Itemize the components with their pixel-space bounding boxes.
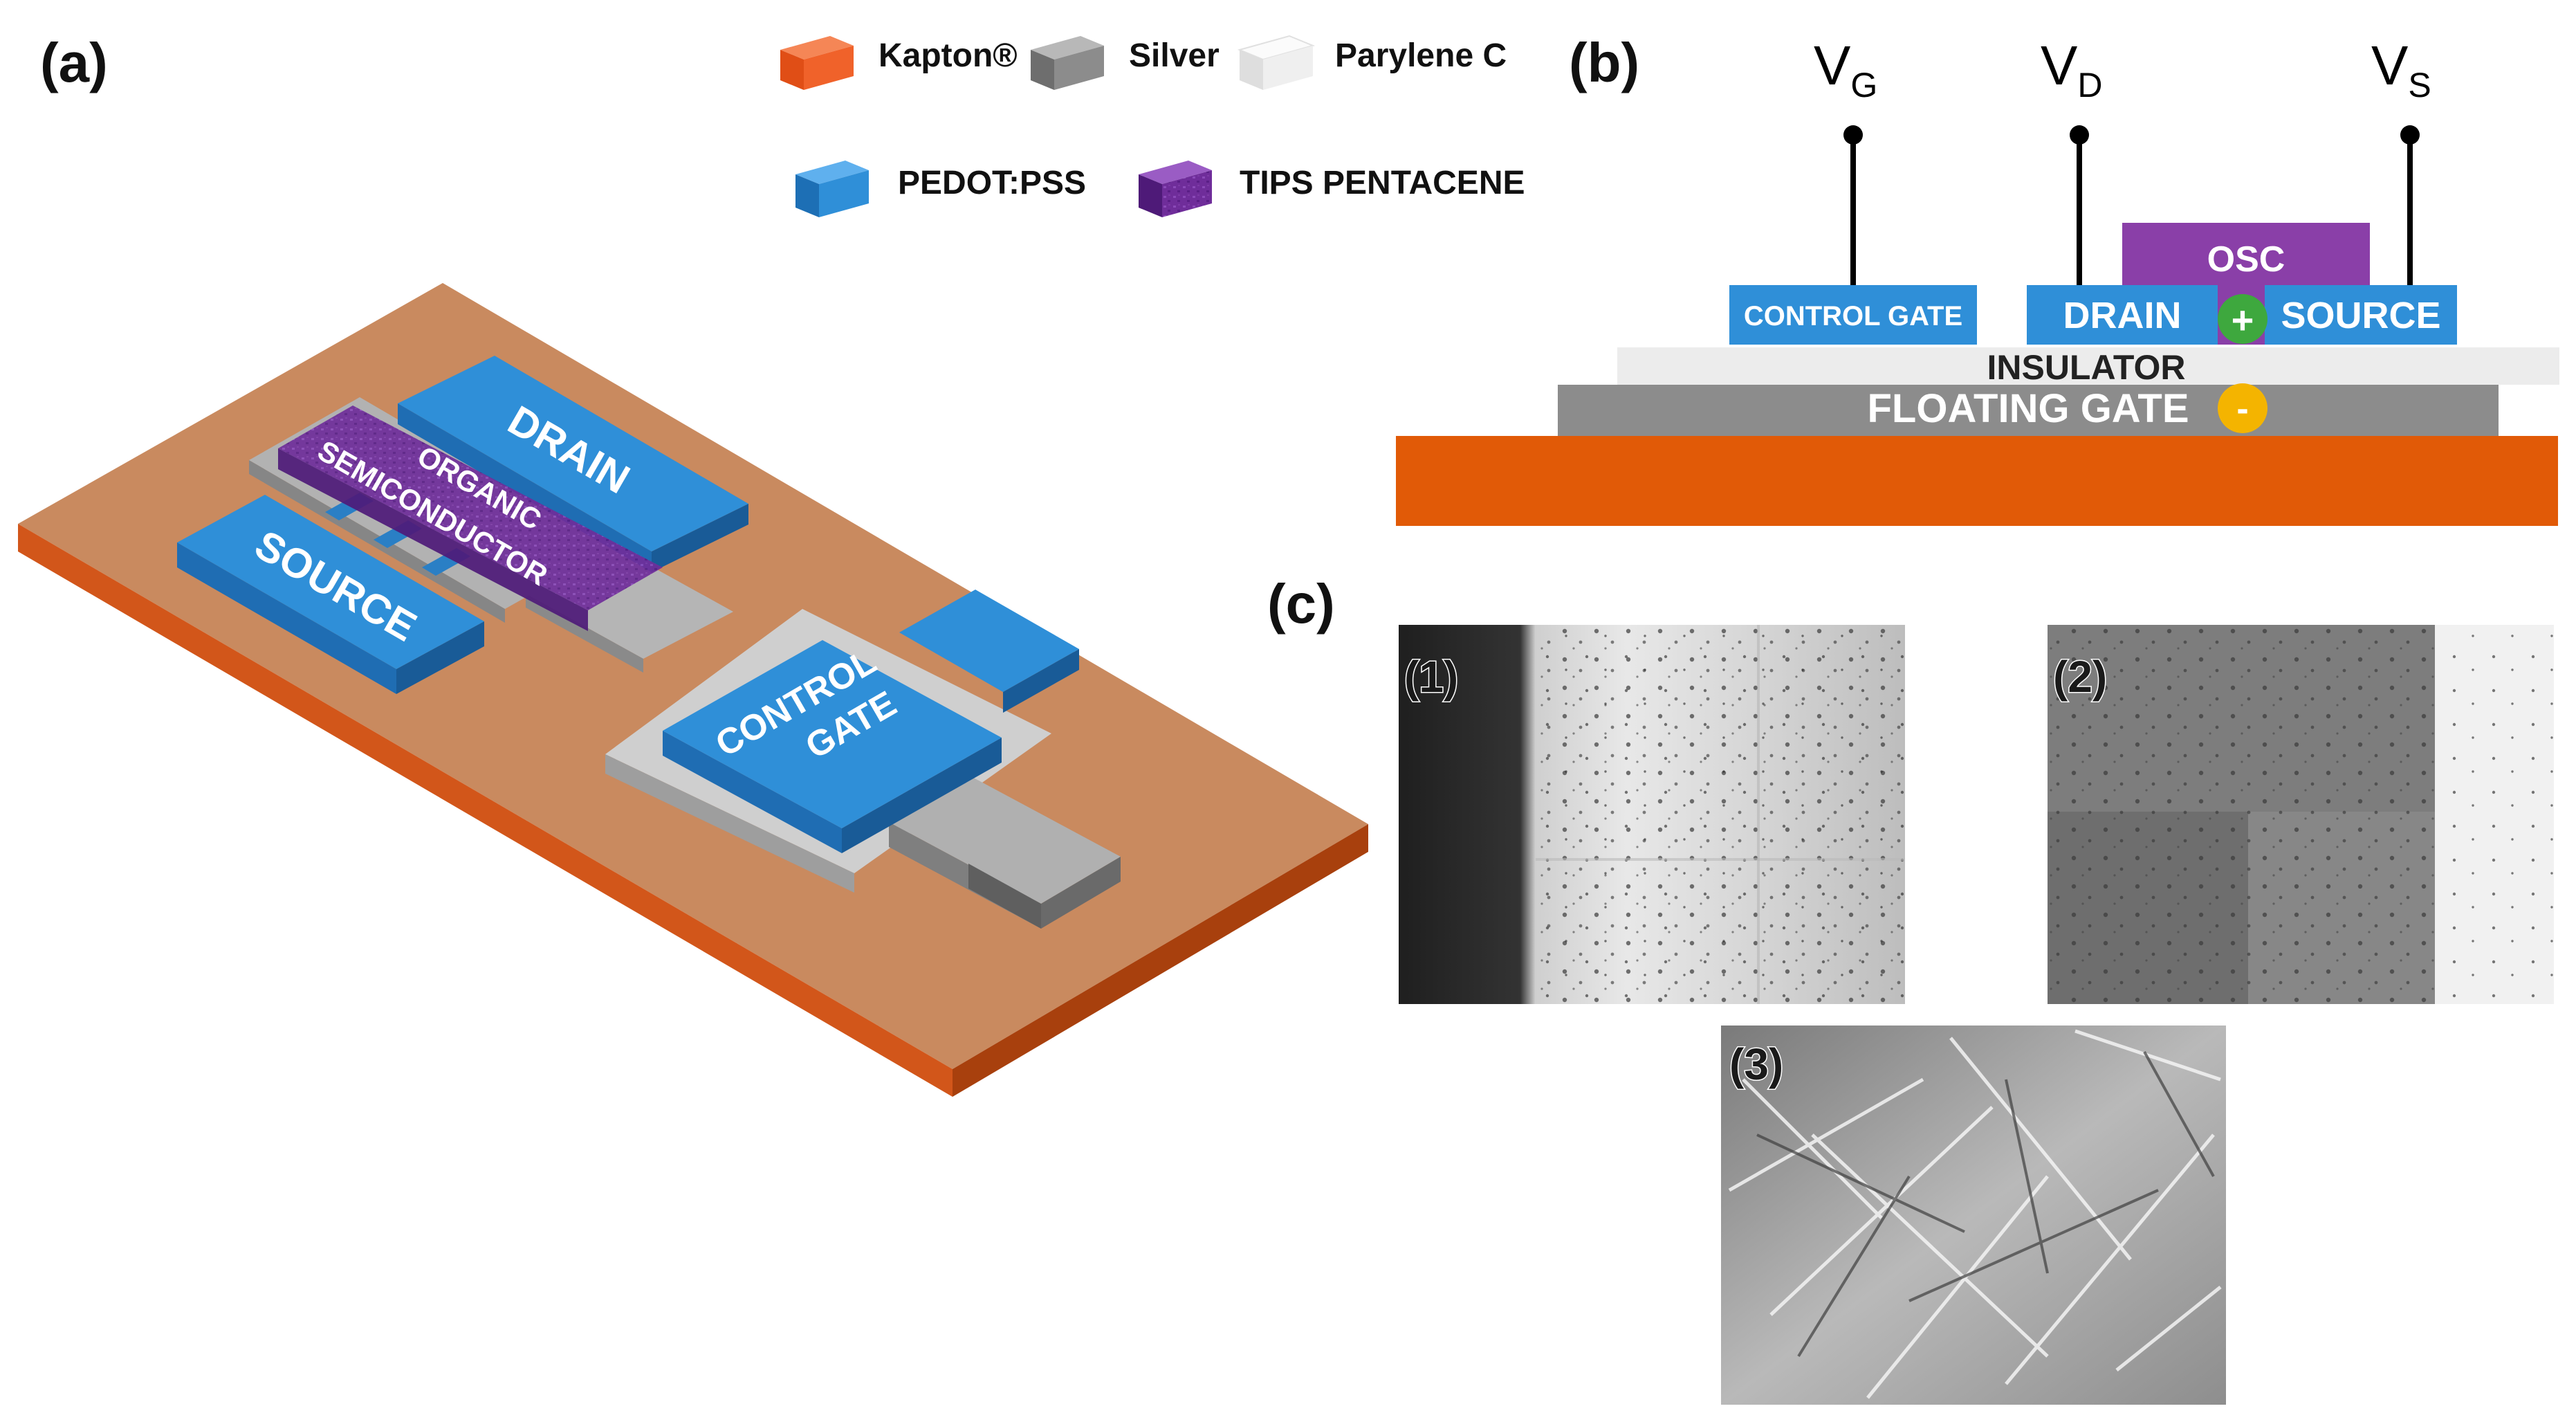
silver-block-icon: [1031, 36, 1104, 90]
floating-gate-layer: [1558, 385, 2499, 436]
vd-subscript: D: [2077, 66, 2102, 104]
vs-symbol: V: [2371, 35, 2409, 96]
cross-section: FLOATING GATE INSULATOR OSC CONTROL GATE…: [1396, 35, 2559, 526]
control-gate-electrode: [1729, 285, 1977, 345]
panel-b-label: (b): [1569, 32, 1639, 93]
silver-tab-end-front: [968, 864, 1041, 929]
osc-layer-front: [278, 448, 588, 631]
control-gate-label: CONTROL GATE: [1744, 301, 1962, 331]
kapton-block-icon: [780, 36, 854, 90]
micrograph-2: (2): [2048, 625, 2554, 1004]
source-electrode-front: [177, 543, 396, 694]
pedot-block-icon: [795, 161, 869, 217]
substrate-side: [953, 824, 1368, 1097]
vs-subscript: S: [2408, 66, 2431, 104]
source-electrode-top: [177, 495, 484, 669]
svg-text:VD: VD: [2041, 35, 2102, 104]
panel-a-label: (a): [40, 32, 108, 93]
floating-gate-pad-front: [605, 754, 854, 893]
negative-charge-icon: [2218, 383, 2267, 433]
device-3d: DRAIN SOURCE ORGANIC SEMICONDUCTOR CONTR…: [18, 283, 1368, 1097]
drain-label: DRAIN: [2063, 295, 2182, 336]
drain-electrode: [2027, 285, 2218, 345]
floating-gate-label: FLOATING GATE: [1867, 386, 2189, 431]
control-gate-arm-front: [1003, 649, 1079, 713]
legend-tips-label: TIPS PENTACENE: [1240, 165, 1525, 201]
legend-pedot-label: PEDOT:PSS: [898, 165, 1086, 201]
micrograph-3-label: (3): [1729, 1039, 1783, 1089]
control-gate-arm-top: [899, 590, 1079, 692]
silver-tab-top: [889, 775, 1121, 904]
negative-charge-label: -: [2236, 389, 2248, 429]
source-label: SOURCE: [2281, 295, 2440, 336]
micrograph-1: (1): [1399, 625, 1905, 1004]
legend: Kapton® Silver Parylene C PEDOT:PSS: [780, 35, 1525, 217]
osc-layer-top: [278, 405, 663, 610]
terminal-vd: VD: [2041, 35, 2102, 285]
vg-symbol: V: [1814, 35, 1851, 96]
terminal-vs: VS: [2371, 35, 2431, 285]
insulator-label: INSULATOR: [1987, 348, 2185, 387]
legend-kapton-label: Kapton®: [878, 37, 1018, 74]
osc-label: OSC: [2207, 239, 2285, 280]
panel-c-label: (c): [1267, 573, 1335, 635]
legend-parylene-label: Parylene C: [1335, 37, 1507, 74]
substrate-layer: [1396, 436, 2558, 526]
terminal-vg: VG: [1814, 35, 1877, 285]
positive-charge-icon: [2218, 294, 2267, 344]
control-gate-front: [663, 731, 842, 853]
legend-silver-label: Silver: [1129, 37, 1220, 74]
positive-charge-label: +: [2232, 298, 2254, 342]
vg-subscript: G: [1850, 66, 1877, 104]
insulator-layer: [1617, 347, 2559, 385]
source-electrode: [2265, 285, 2457, 345]
control-gate-side: [842, 738, 1002, 853]
parylene-block-icon: [1237, 35, 1316, 90]
vd-symbol: V: [2041, 35, 2078, 96]
micrograph-2-label: (2): [2053, 652, 2107, 702]
source-electrode-side: [396, 621, 484, 694]
drain-electrode-side: [652, 504, 748, 572]
control-gate-top: [663, 640, 1002, 828]
substrate-front: [18, 524, 953, 1097]
svg-text:VS: VS: [2371, 35, 2431, 104]
osc-layer: [2122, 223, 2370, 292]
micrograph-3: (3): [1721, 1026, 2226, 1405]
silver-tab-side: [1041, 857, 1121, 929]
drain-electrode-top: [398, 356, 748, 552]
tips-block-icon: [1139, 161, 1212, 217]
svg-text:VG: VG: [1814, 35, 1877, 104]
micrograph-1-label: (1): [1404, 652, 1458, 702]
